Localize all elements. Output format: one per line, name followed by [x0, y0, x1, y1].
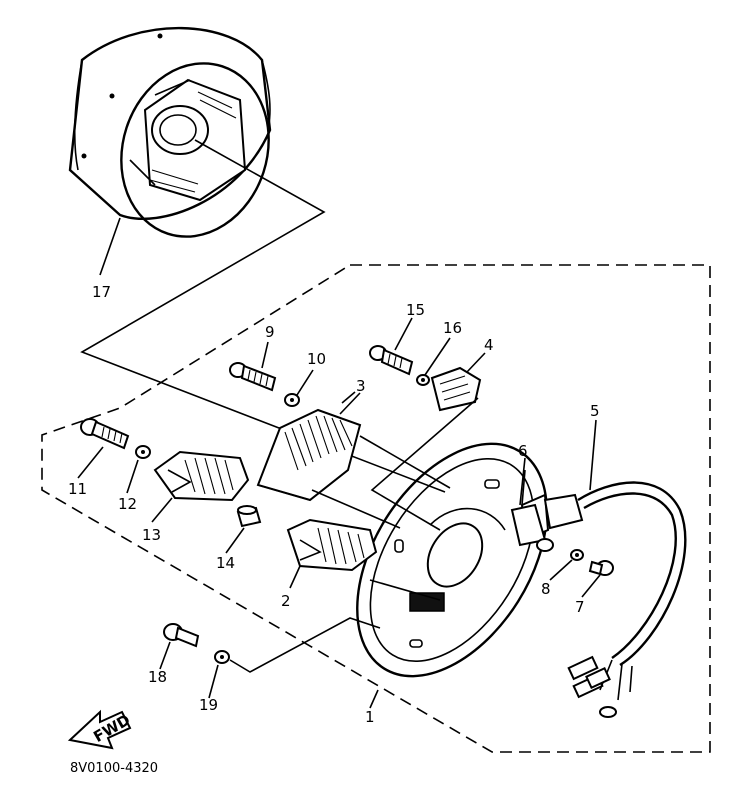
- label-16: 16: [443, 319, 462, 337]
- label-leaders: [77, 317, 601, 709]
- flywheel-leader: [80, 139, 446, 493]
- washer-8: [570, 549, 584, 561]
- label-8: 8: [541, 580, 551, 598]
- assembly-boundary: [41, 264, 711, 753]
- coil-2: [286, 518, 441, 601]
- label-3: 3: [356, 377, 366, 395]
- label-14: 14: [216, 554, 235, 572]
- label-1: 1: [365, 708, 375, 726]
- lead-wire: [520, 481, 687, 718]
- label-17: 17: [92, 283, 111, 301]
- label-2: 2: [281, 592, 291, 610]
- screw-18-19-leader: [229, 617, 381, 673]
- label-18: 18: [148, 668, 167, 686]
- label-10: 10: [307, 350, 326, 368]
- fwd-arrow-icon: FWD: [67, 709, 133, 750]
- screw-9: [229, 362, 277, 392]
- label-19: 19: [199, 696, 218, 714]
- pickup-coil: [510, 469, 554, 552]
- label-12: 12: [118, 495, 137, 513]
- charge-coil: [153, 450, 250, 502]
- spacer: [236, 505, 262, 528]
- screw-15: [369, 345, 414, 376]
- label-15: 15: [406, 301, 425, 319]
- source-coil: [256, 391, 451, 529]
- label-5: 5: [590, 402, 600, 420]
- washer-19: [214, 650, 230, 664]
- stator-plate: [356, 442, 548, 678]
- screw-11: [80, 418, 130, 450]
- label-4: 4: [484, 336, 494, 354]
- label-11: 11: [68, 480, 87, 498]
- label-17-leader: [99, 217, 121, 276]
- lighting-coil: [370, 366, 482, 531]
- washer-12: [135, 445, 151, 459]
- label-9: 9: [265, 323, 275, 341]
- label-7: 7: [575, 598, 585, 616]
- screw-18: [163, 623, 200, 648]
- flywheel-rotor: [68, 26, 272, 238]
- screw-7: [588, 560, 614, 576]
- washer-10: [284, 393, 300, 407]
- washer-16: [416, 374, 430, 386]
- drawing-code: 8V0100-4320: [70, 761, 158, 776]
- label-13: 13: [142, 526, 161, 544]
- label-6: 6: [518, 442, 528, 460]
